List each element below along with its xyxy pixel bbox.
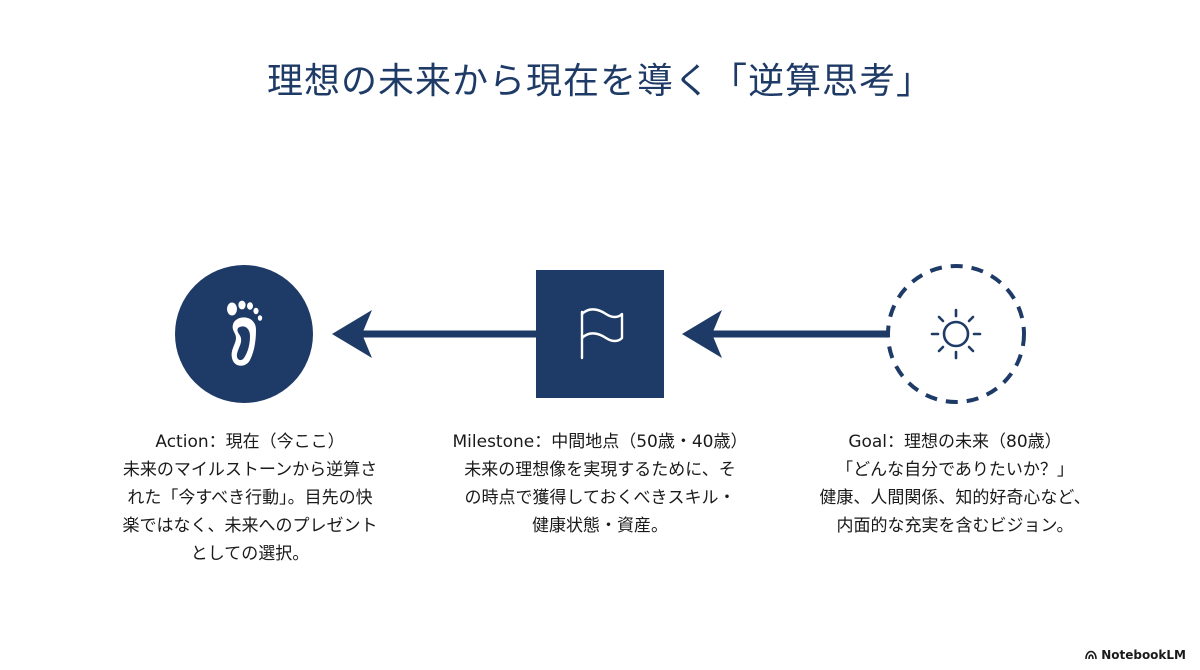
flag-icon (580, 308, 624, 360)
action-desc-line: 楽ではなく、未来へのプレゼント (122, 516, 378, 536)
goal-desc-line: 健康、人間関係、知的好奇心など、 (819, 488, 1091, 508)
brand-watermark: NotebookLM (1085, 648, 1186, 662)
action-desc-line: としての選択。 (190, 544, 310, 564)
goal-desc-line: 内面的な充実を含むビジョン。 (836, 516, 1074, 536)
milestone-heading: Milestone：中間地点（50歳・40歳） (452, 432, 748, 452)
arrow-milestone-to-action-head (332, 310, 372, 358)
milestone-desc-line: の時点で獲得しておくべきスキル・ (464, 488, 736, 508)
footprint-icon (227, 300, 263, 366)
sun-icon (930, 308, 982, 360)
brand-label: NotebookLM (1101, 648, 1186, 662)
arrow-goal-to-milestone-head (682, 310, 722, 358)
goal-desc-line: 「どんな自分でありたいか？」 (836, 460, 1074, 480)
action-caption: Action：現在（今ここ） 未来のマイルストーンから逆算さ れた「今すべき行動… (90, 428, 410, 568)
action-desc-line: れた「今すべき行動」。目先の快 (127, 488, 373, 508)
action-heading: Action：現在（今ここ） (155, 432, 345, 452)
goal-node (886, 264, 1026, 404)
goal-caption: Goal：理想の未来（80歳） 「どんな自分でありたいか？」 健康、人間関係、知… (785, 428, 1125, 540)
action-node (175, 265, 313, 403)
action-desc-line: 未来のマイルストーンから逆算さ (122, 460, 378, 480)
milestone-desc-line: 健康状態・資産。 (532, 516, 668, 536)
milestone-node (536, 270, 664, 398)
goal-heading: Goal：理想の未来（80歳） (848, 432, 1062, 452)
milestone-desc-line: 未来の理想像を実現するために、そ (464, 460, 736, 480)
page-title: 理想の未来から現在を導く「逆算思考」 (266, 61, 933, 102)
milestone-caption: Milestone：中間地点（50歳・40歳） 未来の理想像を実現するために、そ… (425, 428, 775, 540)
notebooklm-logo-icon (1085, 650, 1097, 660)
